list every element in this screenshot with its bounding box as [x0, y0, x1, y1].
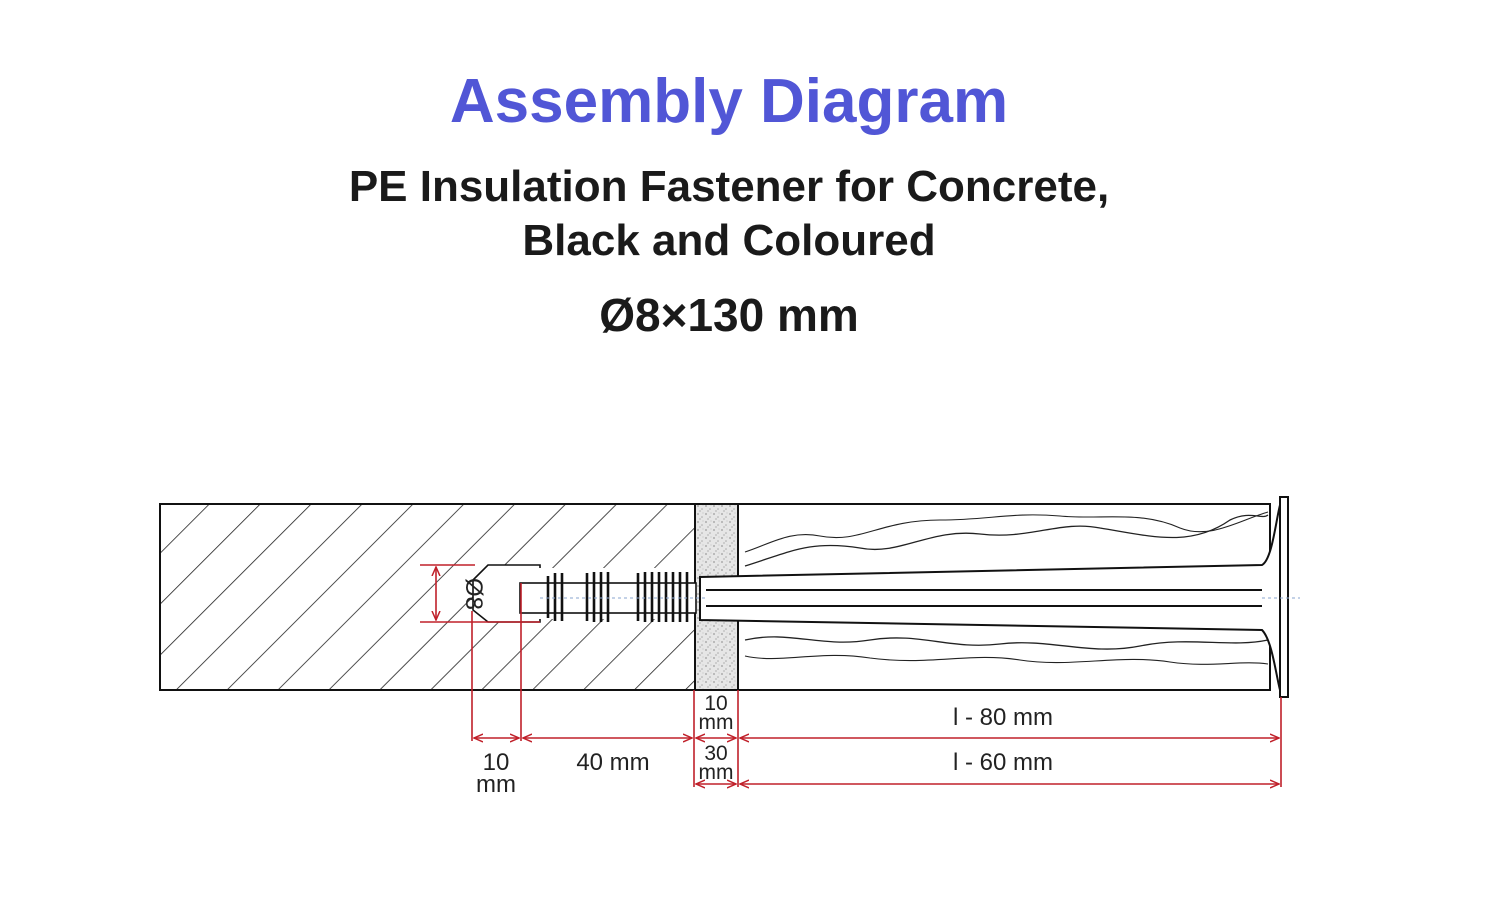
dimension-lines — [420, 564, 1282, 787]
adhesive-min-value: 10 — [704, 692, 727, 715]
insulation-thickness-min-label: l - 80 mm — [953, 704, 1053, 731]
product-name-line-1: PE Insulation Fastener for Concrete, — [348, 162, 1110, 211]
bottom-gap-value: 10 — [483, 749, 510, 776]
insulation-thickness-max-label: l - 60 mm — [953, 749, 1053, 776]
product-size: Ø8×130 mm — [599, 289, 859, 341]
expansion-ribs — [519, 572, 706, 622]
adhesive-min-unit: mm — [699, 711, 734, 734]
adhesive-max-value: 30 — [704, 742, 727, 765]
page-title: Assembly Diagram — [449, 67, 1009, 136]
product-name-line-2: Black and Coloured — [522, 216, 936, 265]
anchor-depth-label: 40 mm — [576, 749, 649, 776]
fastener — [699, 496, 1300, 698]
bottom-gap-unit: mm — [476, 771, 516, 798]
diameter-label: Ø8 — [460, 578, 487, 610]
adhesive-max-unit: mm — [699, 761, 734, 784]
